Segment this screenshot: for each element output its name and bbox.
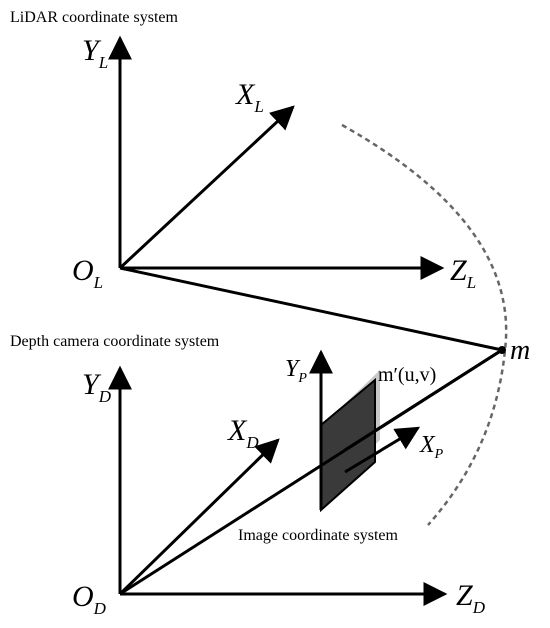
- lidar-x-label: XL: [235, 78, 264, 116]
- lidar-caption: LiDAR coordinate system: [10, 9, 179, 26]
- projection-ray: [344, 348, 503, 452]
- image-caption: Image coordinate system: [238, 527, 399, 544]
- lidar-origin-label: OL: [72, 254, 103, 292]
- image-plane: [320, 377, 376, 513]
- image-x-axis: [344, 426, 421, 474]
- depth-z-label: ZD: [456, 579, 486, 617]
- image-x-label: XP: [419, 432, 444, 462]
- depth-x-label: XD: [227, 414, 259, 452]
- point-m-marker: [498, 346, 506, 354]
- lidar-z-label: ZL: [450, 254, 476, 292]
- rotation-arc: [341, 123, 508, 526]
- depth-caption: Depth camera coordinate system: [10, 333, 220, 350]
- lidar-y-label: YL: [82, 34, 108, 72]
- ol-to-m-line: [119, 266, 503, 352]
- depth-origin-label: OD: [72, 580, 107, 618]
- depth-y-label: YD: [82, 368, 112, 406]
- depth-x-axis: [118, 438, 280, 596]
- point-m-label: m: [510, 335, 530, 366]
- point-m-prime-label: m′(u,v): [378, 364, 436, 386]
- image-y-label: YP: [285, 356, 307, 386]
- lidar-x-axis: [118, 105, 295, 270]
